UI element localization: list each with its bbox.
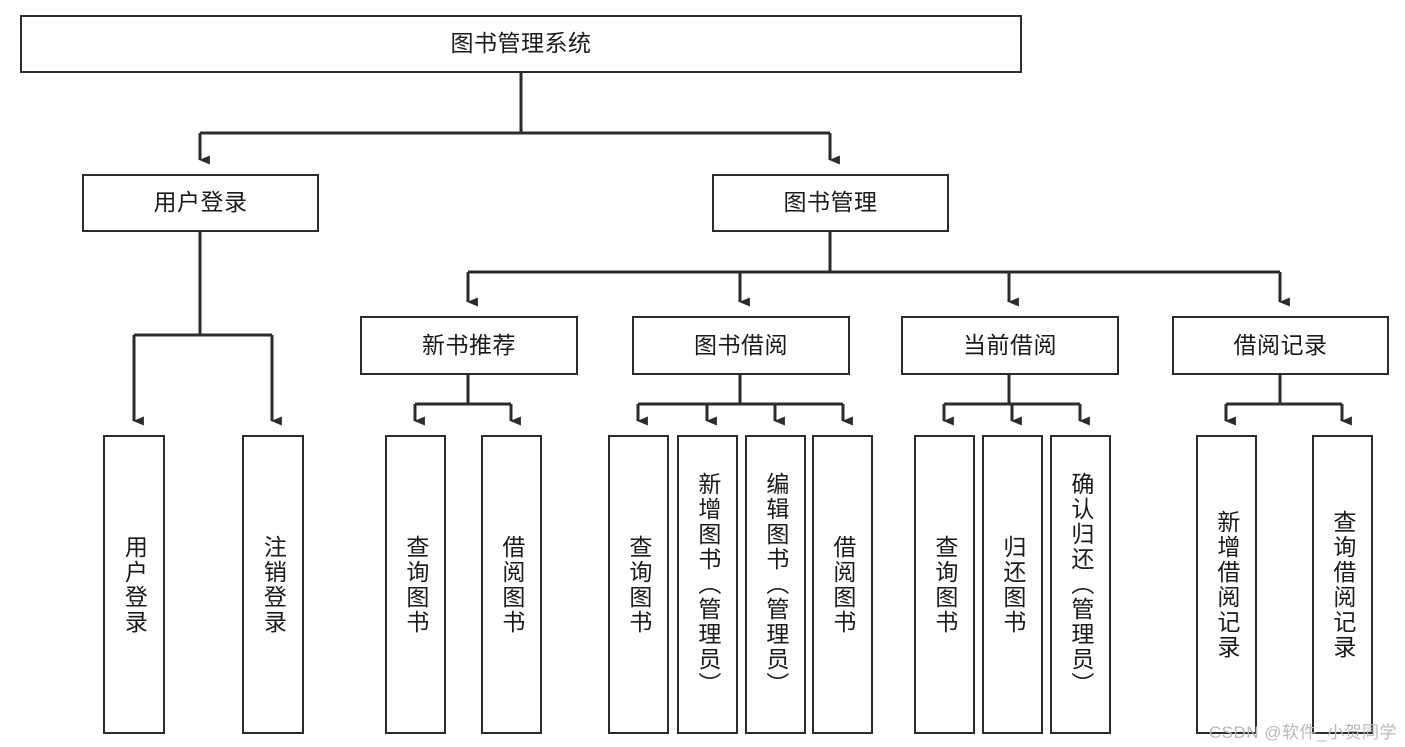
node-leaf-add-borrow-record-label: 新增借阅记录 [1213, 509, 1240, 660]
node-leaf-return-book[interactable]: 归还图书 [982, 435, 1043, 734]
watermark: CSDN @软件_小贺同学 [1208, 723, 1397, 742]
node-leaf-user-login[interactable]: 用户登录 [103, 435, 165, 734]
node-leaf-query-book-cur-label: 查询图书 [931, 534, 958, 635]
node-root[interactable]: 图书管理系统 [20, 15, 1022, 73]
node-leaf-confirm-return[interactable]: 确认归还（管理员） [1050, 435, 1111, 734]
node-leaf-borrow-book[interactable]: 借阅图书 [812, 435, 873, 734]
node-leaf-edit-book-label: 编辑图书（管理员） [762, 472, 789, 697]
node-current-borrow[interactable]: 当前借阅 [901, 316, 1119, 375]
node-leaf-borrow-book-rec[interactable]: 借阅图书 [481, 435, 542, 734]
node-borrow-record[interactable]: 借阅记录 [1172, 316, 1389, 375]
node-leaf-edit-book[interactable]: 编辑图书（管理员） [745, 435, 806, 734]
node-leaf-query-book-rec[interactable]: 查询图书 [385, 435, 446, 734]
node-leaf-user-logout-label: 注销登录 [260, 534, 287, 635]
node-leaf-user-login-label: 用户登录 [121, 534, 148, 635]
node-leaf-query-book-borrow-label: 查询图书 [625, 534, 652, 635]
node-leaf-add-book-label: 新增图书（管理员） [694, 472, 721, 697]
node-leaf-add-borrow-record[interactable]: 新增借阅记录 [1196, 435, 1257, 734]
node-leaf-borrow-book-rec-label: 借阅图书 [498, 534, 525, 635]
node-leaf-query-book-cur[interactable]: 查询图书 [914, 435, 975, 734]
node-leaf-add-book[interactable]: 新增图书（管理员） [677, 435, 738, 734]
node-leaf-confirm-return-label: 确认归还（管理员） [1067, 472, 1094, 697]
node-book-borrow[interactable]: 图书借阅 [632, 316, 850, 375]
node-borrow-record-label: 借阅记录 [1233, 331, 1328, 358]
node-leaf-borrow-book-label: 借阅图书 [829, 534, 856, 635]
node-leaf-query-book-rec-label: 查询图书 [402, 534, 429, 635]
node-user-login[interactable]: 用户登录 [82, 174, 319, 232]
node-book-manage-label: 图书管理 [783, 189, 878, 216]
node-root-label: 图书管理系统 [450, 30, 592, 57]
node-book-borrow-label: 图书借阅 [694, 331, 788, 358]
node-user-login-label: 用户登录 [153, 189, 248, 216]
node-new-book-rec-label: 新书推荐 [422, 331, 516, 358]
node-current-borrow-label: 当前借阅 [963, 331, 1057, 358]
node-book-manage[interactable]: 图书管理 [712, 174, 949, 232]
node-leaf-query-borrow-record[interactable]: 查询借阅记录 [1312, 435, 1373, 734]
node-leaf-user-logout[interactable]: 注销登录 [242, 435, 304, 734]
node-new-book-rec[interactable]: 新书推荐 [360, 316, 578, 375]
node-leaf-return-book-label: 归还图书 [999, 534, 1026, 635]
node-leaf-query-borrow-record-label: 查询借阅记录 [1329, 509, 1356, 660]
node-leaf-query-book-borrow[interactable]: 查询图书 [608, 435, 669, 734]
